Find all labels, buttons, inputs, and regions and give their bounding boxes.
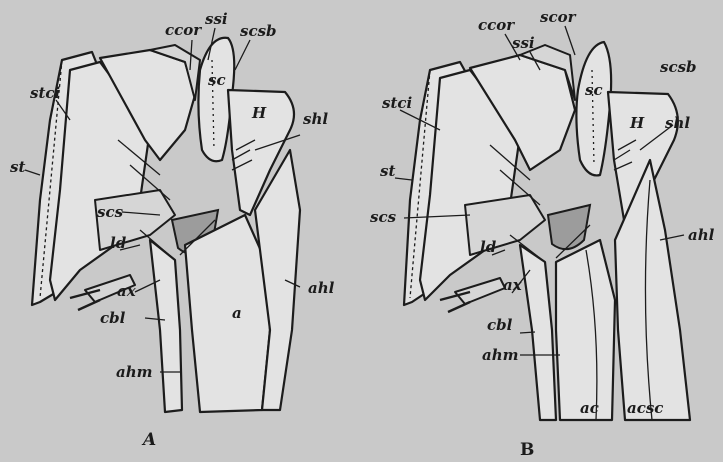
label-b-ahl: ahl bbox=[688, 226, 715, 244]
label-a-cbl: cbl bbox=[100, 309, 126, 327]
label-b-stci: stci bbox=[382, 94, 413, 112]
label-b-ssi: ssi bbox=[512, 34, 535, 52]
cone-b bbox=[548, 205, 590, 249]
label-b-scsb: scsb bbox=[660, 58, 697, 76]
label-a-shl: shl bbox=[303, 110, 328, 128]
panel-b: ccor ssi scor scsb stci sc H shl st scs … bbox=[370, 8, 715, 460]
label-b-cbl: cbl bbox=[487, 316, 513, 334]
label-a-stci: stci bbox=[30, 84, 61, 102]
axial-peg-b bbox=[455, 278, 505, 304]
panel-a: ccor ssi scsb stci sc H shl st scs ld ax… bbox=[10, 10, 335, 450]
coracoid-bar-b bbox=[465, 195, 545, 255]
label-a-ssi: ssi bbox=[205, 10, 228, 28]
label-a-scs: scs bbox=[97, 203, 124, 221]
caption-b: B bbox=[520, 440, 534, 460]
cbl-muscle-a bbox=[150, 240, 182, 412]
label-b-shl: shl bbox=[665, 114, 690, 132]
label-b-sc: sc bbox=[585, 81, 603, 99]
label-a-a: a bbox=[232, 304, 242, 322]
label-b-scor: scor bbox=[540, 8, 577, 26]
label-b-H: H bbox=[629, 114, 645, 132]
label-b-ac: ac bbox=[580, 399, 599, 417]
label-a-ahm: ahm bbox=[116, 363, 153, 381]
label-b-st: st bbox=[380, 162, 395, 180]
a-muscle-a bbox=[185, 215, 270, 412]
label-a-st: st bbox=[10, 158, 25, 176]
label-b-ahm: ahm bbox=[482, 346, 519, 364]
label-a-ax: ax bbox=[117, 282, 137, 300]
label-b-ccor: ccor bbox=[478, 16, 515, 34]
label-b-ld: ld bbox=[480, 238, 497, 256]
label-a-ccor: ccor bbox=[165, 21, 202, 39]
caption-a: A bbox=[141, 430, 156, 450]
label-a-ahl: ahl bbox=[308, 279, 335, 297]
label-a-sc: sc bbox=[208, 71, 226, 89]
label-a-H: H bbox=[251, 104, 267, 122]
ahm-muscle-b bbox=[556, 240, 615, 420]
label-a-scsb: scsb bbox=[240, 22, 277, 40]
label-b-scs: scs bbox=[370, 208, 397, 226]
label-b-acsc: acsc bbox=[627, 399, 663, 417]
